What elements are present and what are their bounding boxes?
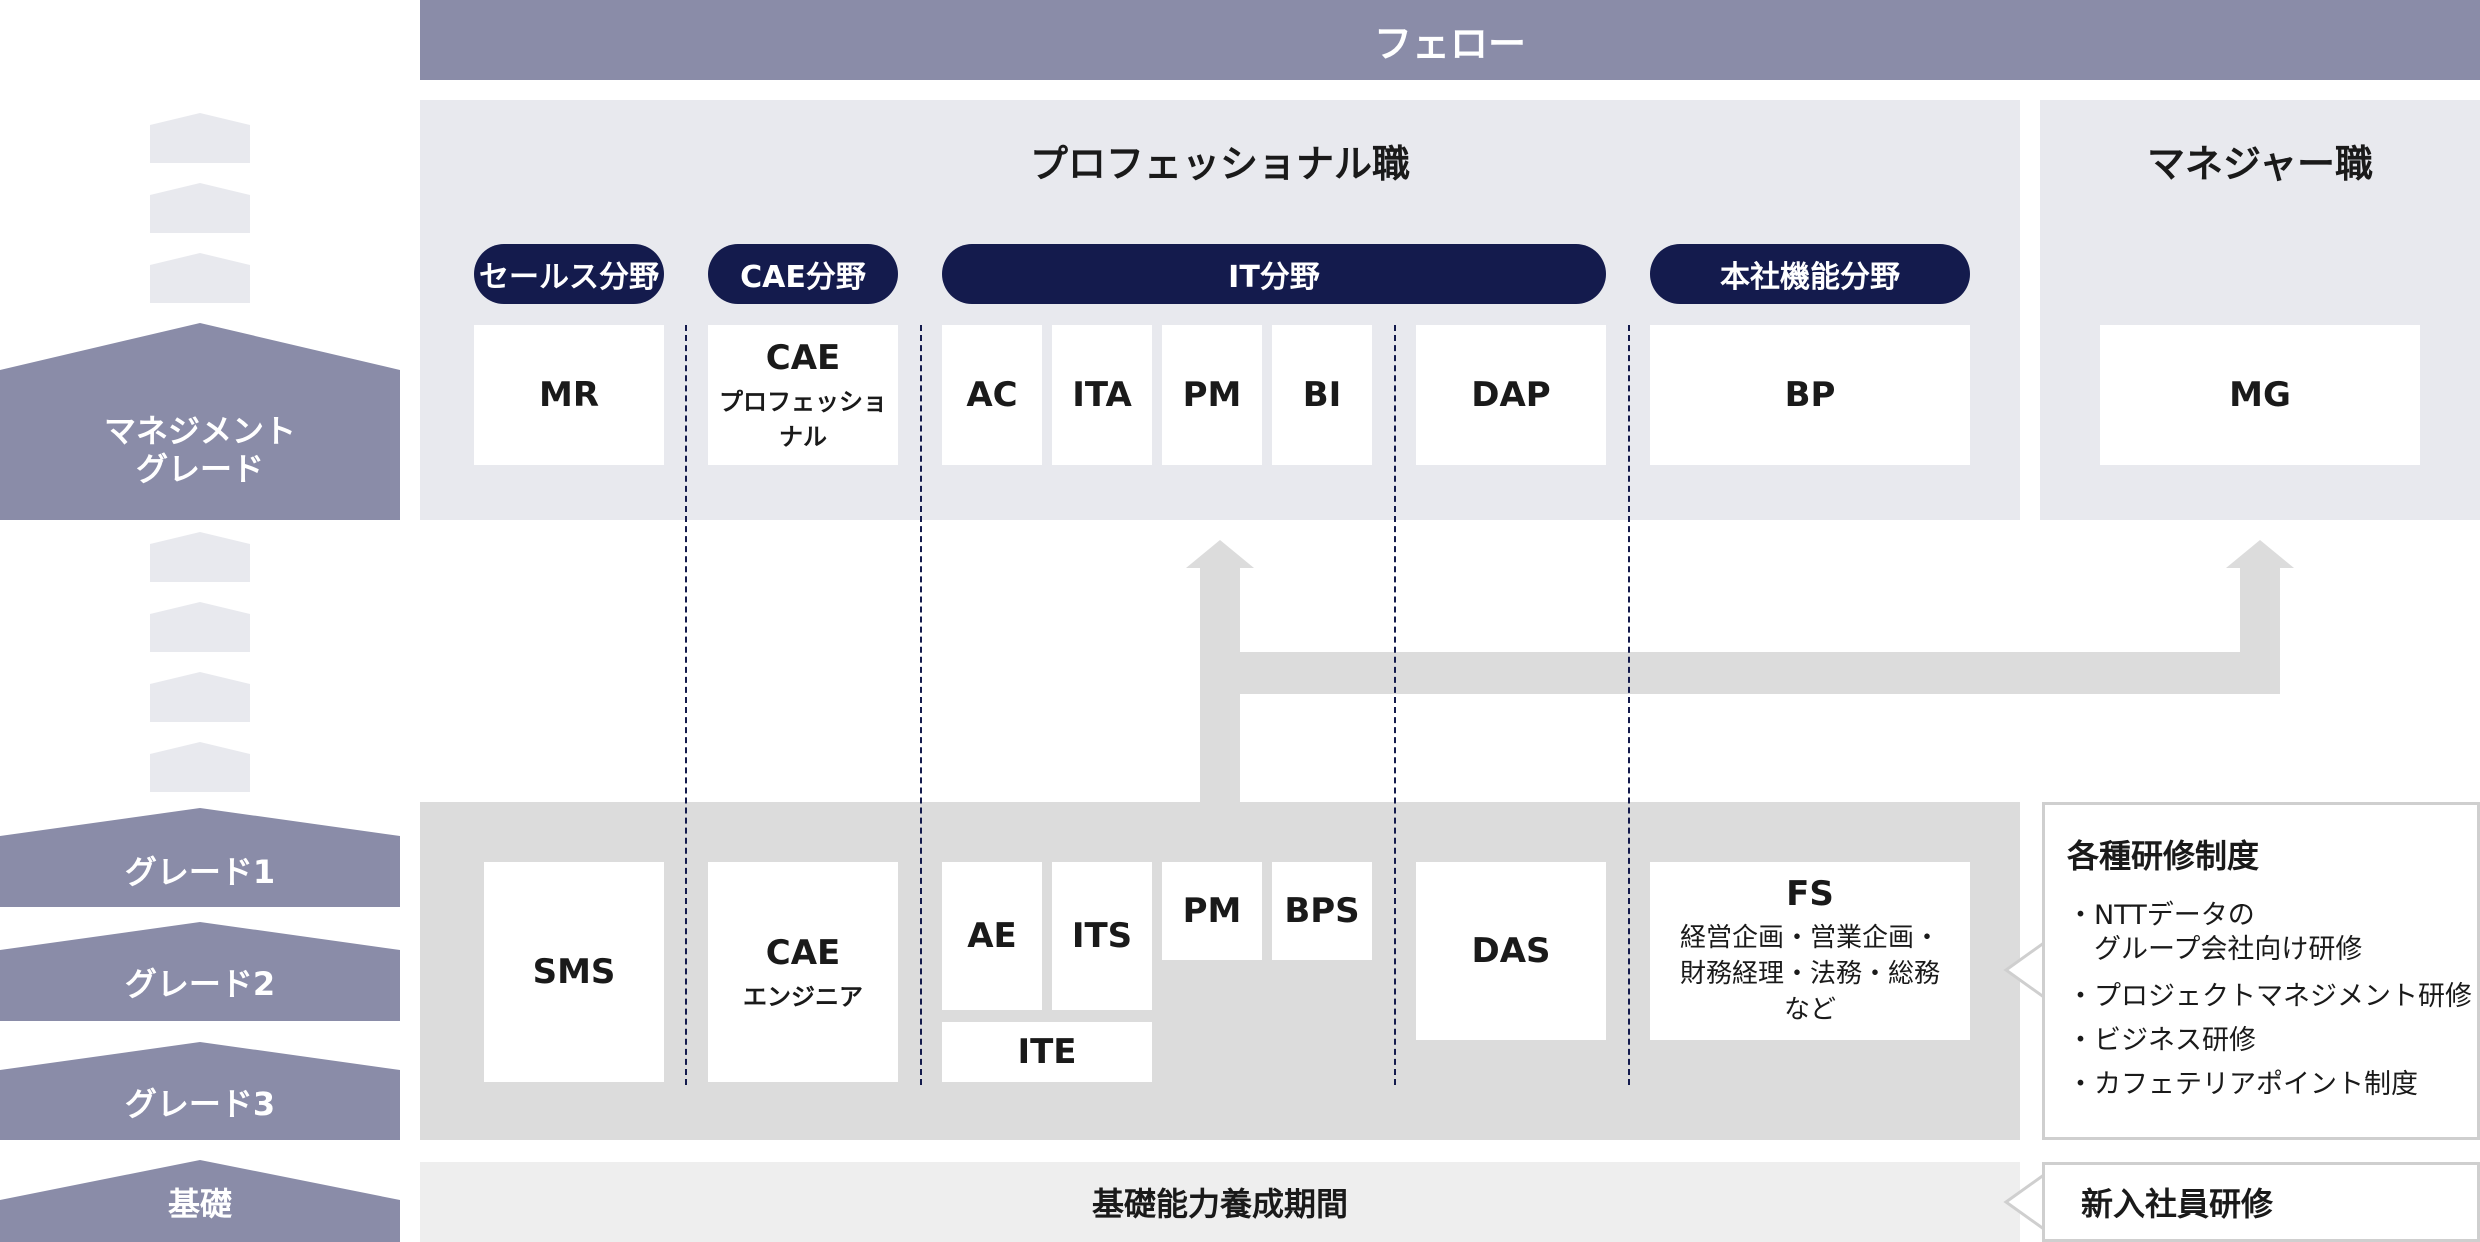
ladder-chevron [150, 532, 250, 582]
ladder-chevron [150, 253, 250, 303]
box-fs-description: 経営企画・営業企画・ 財務経理・法務・総務 など [1680, 920, 1940, 1028]
divider-it-hq [1628, 325, 1630, 1085]
grade1-shape [0, 808, 400, 907]
management-grade-shape [0, 323, 400, 520]
new-employee-label: 新入社員研修 [2081, 1185, 2274, 1223]
box-dap-label: DAP [1471, 375, 1551, 415]
training-item: グループ会社向け研修 [2067, 934, 2363, 965]
box-das-label: DAS [1471, 931, 1551, 971]
management-grade-line1: マネジメント [103, 412, 296, 450]
training-item: ・プロジェクトマネジメント研修 [2067, 981, 2472, 1012]
fellow-bar: フェロー [420, 0, 2480, 80]
box-bi-label: BI [1302, 375, 1342, 415]
training-item: ・NTTデータの [2067, 900, 2255, 931]
training-item: ・ビジネス研修 [2067, 1025, 2256, 1056]
box-fs-label: FS [1786, 874, 1834, 914]
ladder-chevron [150, 113, 250, 163]
field-sales: セールス分野 [474, 244, 664, 304]
box-bps-label: BPS [1284, 891, 1360, 931]
box-bps: BPS [1272, 862, 1372, 960]
basic-label: 基礎 [167, 1185, 232, 1223]
manager-title: マネジャー職 [2146, 141, 2374, 186]
box-das: DAS [1416, 862, 1606, 1040]
box-mr: MR [474, 325, 664, 465]
box-pm-lower: PM [1162, 862, 1262, 960]
arrow-head-manager [2226, 540, 2294, 568]
box-pm-upper-label: PM [1182, 375, 1242, 415]
grade2-label: グレード2 [124, 965, 276, 1003]
box-its-label: ITS [1071, 916, 1133, 956]
box-ae: AE [942, 862, 1042, 1010]
box-mg: MG [2100, 325, 2420, 465]
box-ac-label: AC [966, 375, 1018, 415]
field-headquarters: 本社機能分野 [1650, 244, 1970, 304]
box-bp-label: BP [1784, 375, 1836, 415]
box-sms: SMS [484, 862, 664, 1082]
ladder-chevron [150, 602, 250, 652]
management-grade-line2: グレード [135, 450, 264, 488]
box-ite: ITE [942, 1022, 1152, 1082]
training-title: 各種研修制度 [2067, 837, 2260, 875]
divider-sales-cae [685, 325, 687, 1085]
box-pm-upper: PM [1162, 325, 1262, 465]
ladder-chevron [150, 742, 250, 792]
arrow-stem-professional [1200, 568, 1240, 804]
box-dap: DAP [1416, 325, 1606, 465]
training-callout: 各種研修制度 ・NTTデータの グループ会社向け研修 ・プロジェクトマネジメント… [2042, 802, 2480, 1140]
box-mg-label: MG [2229, 375, 2291, 415]
management-grade-label: マネジメント グレード [0, 400, 400, 500]
box-cae-sub: プロフェッショナル [719, 388, 887, 451]
box-cae-engineer-label: CAE [765, 932, 841, 973]
professional-title: プロフェッショナル職 [1029, 141, 1410, 186]
box-ac: AC [942, 325, 1042, 465]
grade-ladder [0, 113, 400, 1242]
divider-cae-it [920, 325, 922, 1085]
ladder-chevron [150, 672, 250, 722]
box-cae-label: CAE [765, 338, 841, 378]
box-pm-lower-label: PM [1182, 891, 1242, 931]
training-item: ・カフェテリアポイント制度 [2067, 1069, 2418, 1100]
box-bi: BI [1272, 325, 1372, 465]
arrow-stem-manager [2240, 568, 2280, 694]
training-callout-pointer [2003, 940, 2048, 1000]
ladder-chevron [150, 183, 250, 233]
box-ite-label: ITE [1017, 1032, 1077, 1072]
box-fs-line3: など [1783, 995, 1836, 1025]
grade1-label: グレード1 [124, 853, 276, 891]
box-cae-engineer: CAE エンジニア [708, 862, 898, 1082]
arrow-head-professional [1186, 540, 1254, 568]
basic-period-bar: 基礎能力養成期間 [420, 1162, 2020, 1242]
box-cae-professional: CAE プロフェッショナル [708, 325, 898, 465]
divider-it-dap [1394, 325, 1396, 1085]
basic-shape [0, 1160, 400, 1242]
box-its: ITS [1052, 862, 1152, 1010]
field-cae: CAE分野 [708, 244, 898, 304]
box-fs-line2: 財務経理・法務・総務 [1679, 959, 1940, 989]
grade3-shape [0, 1042, 400, 1140]
box-ae-label: AE [967, 916, 1017, 956]
box-fs-line1: 経営企画・営業企画・ [1679, 923, 1940, 953]
grade3-label: グレード3 [124, 1085, 276, 1123]
field-it: IT分野 [942, 244, 1606, 304]
new-employee-callout: 新入社員研修 [2042, 1162, 2480, 1242]
box-sms-label: SMS [532, 952, 616, 992]
box-ita-label: ITA [1072, 375, 1132, 415]
box-bp: BP [1650, 325, 1970, 465]
grade2-shape [0, 922, 400, 1021]
arrow-connector [1240, 652, 2280, 694]
box-mr-label: MR [538, 375, 599, 415]
box-fs: FS 経営企画・営業企画・ 財務経理・法務・総務 など [1650, 862, 1970, 1040]
box-ita: ITA [1052, 325, 1152, 465]
new-employee-pointer [2003, 1172, 2048, 1232]
fellow-label: フェロー [1373, 21, 1526, 66]
box-cae-engineer-sub: エンジニア [743, 982, 863, 1011]
